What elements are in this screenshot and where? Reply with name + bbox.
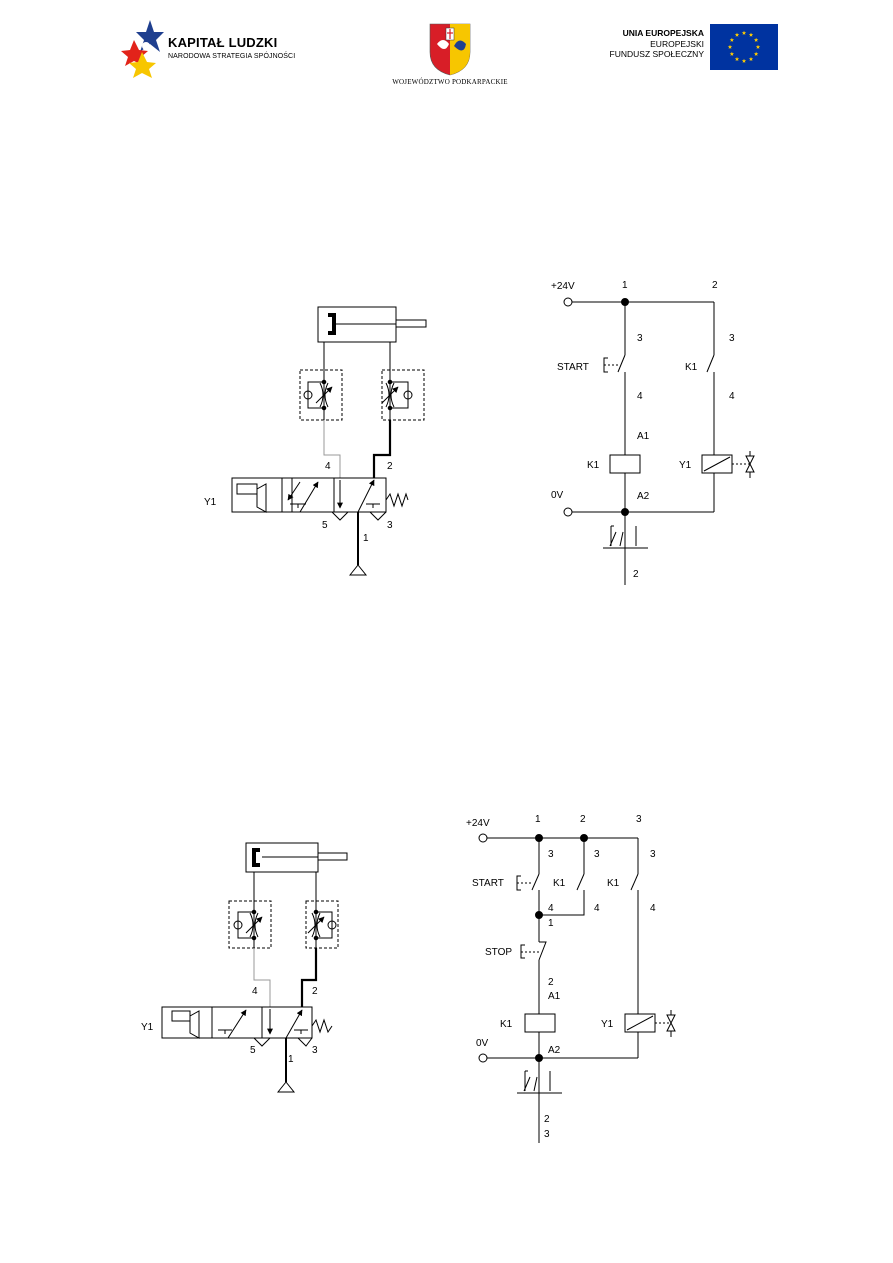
k1-top-label-1: 3 <box>729 333 735 344</box>
pneumatic-diagram-2 <box>161 842 348 1093</box>
throttle-valve-right-1 <box>381 369 425 421</box>
eu-star-icon <box>741 30 747 35</box>
port-5-label-2: 5 <box>250 1045 256 1056</box>
start-top-label-1: 3 <box>637 333 643 344</box>
directional-valve-2 <box>161 1006 333 1093</box>
k1b-label-2: K1 <box>607 878 620 889</box>
start-label-1: START <box>557 362 589 373</box>
eu-star-icon <box>753 37 759 42</box>
path-2-label-1: 2 <box>712 280 718 291</box>
k1-bottom-label-1: 4 <box>729 391 735 402</box>
k1-coil-1 <box>609 454 641 474</box>
eu-star-icon <box>753 51 759 56</box>
start-top-label-2: 3 <box>548 849 554 860</box>
stop-bottom-label-2: 2 <box>548 977 554 988</box>
solenoid-label-1: Y1 <box>204 497 217 508</box>
port-4-label-2: 4 <box>252 986 258 997</box>
stop-label-2: STOP <box>485 947 512 958</box>
relay-ref-label-1: 2 <box>633 569 639 580</box>
eu-text-block: UNIA EUROPEJSKA EUROPEJSKI FUNDUSZ SPOŁE… <box>610 28 704 60</box>
solenoid-label-2: Y1 <box>141 1022 154 1033</box>
start-bottom-label-1: 4 <box>637 391 643 402</box>
podkarpackie-logo: WOJEWÓDZTWO PODKARPACKIE <box>380 22 520 92</box>
podkarpackie-caption: WOJEWÓDZTWO PODKARPACKIE <box>392 78 508 86</box>
k1a-top-label-2: 3 <box>594 849 600 860</box>
k1-contact-1 <box>706 354 715 455</box>
k1a-bottom-label-2: 4 <box>594 903 600 914</box>
k1a-label-2: K1 <box>553 878 566 889</box>
stop-contact-2 <box>520 941 547 1014</box>
k1b-bottom-label-2: 4 <box>650 903 656 914</box>
cylinder-1 <box>317 306 427 343</box>
eu-star-icon <box>729 51 735 56</box>
k1b-top-label-2: 3 <box>650 849 656 860</box>
k1-coil-2 <box>524 1013 556 1033</box>
port-5-label-1: 5 <box>322 520 328 531</box>
eu-logo: UNIA EUROPEJSKA EUROPEJSKI FUNDUSZ SPOŁE… <box>608 24 778 74</box>
kapital-ludzki-logo: KAPITAŁ LUDZKI NARODOWA STRATEGIA SPÓJNO… <box>120 18 310 78</box>
relay-ref-2-label-2: 3 <box>544 1129 550 1140</box>
start-contact-2 <box>516 873 540 942</box>
start-contact-1 <box>603 354 626 455</box>
k1-hold-contact-2 <box>535 873 585 919</box>
supply-plus-label-1: +24V <box>551 281 575 292</box>
eu-line-1: UNIA EUROPEJSKA <box>622 28 704 38</box>
k1-contact-label-1: K1 <box>685 362 698 373</box>
coil-a1-label-1: A1 <box>637 431 650 442</box>
eu-star-icon <box>748 32 754 37</box>
start-ref-label-2: 1 <box>548 918 554 929</box>
eu-star-icon <box>729 37 735 42</box>
coil-a2-label-2: A2 <box>548 1045 561 1056</box>
relay-contacts-ref-2 <box>517 1058 562 1143</box>
relay-ref-1-label-2: 2 <box>544 1114 550 1125</box>
eu-flag-icon <box>710 24 778 70</box>
kapital-ludzki-subtitle: NARODOWA STRATEGIA SPÓJNOŚCI <box>168 53 296 60</box>
k1-output-contact-2 <box>630 873 639 1014</box>
throttle-valve-right-2 <box>305 900 339 949</box>
kapital-ludzki-star-icon <box>121 20 164 78</box>
cylinder-2 <box>245 842 348 873</box>
eu-star-icon <box>755 44 761 49</box>
coil-y1-label-2: Y1 <box>601 1019 614 1030</box>
electric-diagram-1 <box>563 297 755 585</box>
coil-k1-label-2: K1 <box>500 1019 513 1030</box>
throttle-valve-left-1 <box>299 369 343 421</box>
relay-contacts-ref-1 <box>603 512 648 585</box>
path-3-label-2: 3 <box>636 814 642 825</box>
pneumatic-diagram-1 <box>231 306 427 576</box>
path-2-label-2: 2 <box>580 814 586 825</box>
eu-star-icon <box>727 44 733 49</box>
directional-valve-1 <box>231 477 409 576</box>
path-1-label-1: 1 <box>622 280 628 291</box>
eu-line-3: FUNDUSZ SPOŁECZNY <box>609 49 704 59</box>
supply-plus-label-2: +24V <box>466 818 490 829</box>
coil-a1-label-2: A1 <box>548 991 561 1002</box>
eu-star-icon <box>748 56 754 61</box>
port-3-label-2: 3 <box>312 1045 318 1056</box>
eu-star-icon <box>734 56 740 61</box>
supply-zero-label-2: 0V <box>476 1038 489 1049</box>
coil-k1-label-1: K1 <box>587 460 600 471</box>
electric-diagram-2 <box>478 833 676 1143</box>
eu-line-2: EUROPEJSKI <box>650 38 704 49</box>
port-2-label-2: 2 <box>312 986 318 997</box>
kapital-ludzki-title: KAPITAŁ LUDZKI <box>168 35 278 50</box>
path-1-label-2: 1 <box>535 814 541 825</box>
port-2-label-1: 2 <box>387 461 393 472</box>
port-1-label-1: 1 <box>363 533 369 544</box>
start-bottom-label-2: 4 <box>548 903 554 914</box>
podkarpackie-coat-of-arms-icon <box>429 23 471 76</box>
port-4-label-1: 4 <box>325 461 331 472</box>
port-1-label-2: 1 <box>288 1054 294 1065</box>
start-label-2: START <box>472 878 504 889</box>
supply-zero-label-1: 0V <box>551 490 564 501</box>
throttle-valve-left-2 <box>228 900 272 949</box>
coil-a2-label-1: A2 <box>637 491 650 502</box>
eu-star-icon <box>741 58 747 63</box>
port-3-label-1: 3 <box>387 520 393 531</box>
coil-y1-label-1: Y1 <box>679 460 692 471</box>
eu-star-icon <box>734 32 740 37</box>
